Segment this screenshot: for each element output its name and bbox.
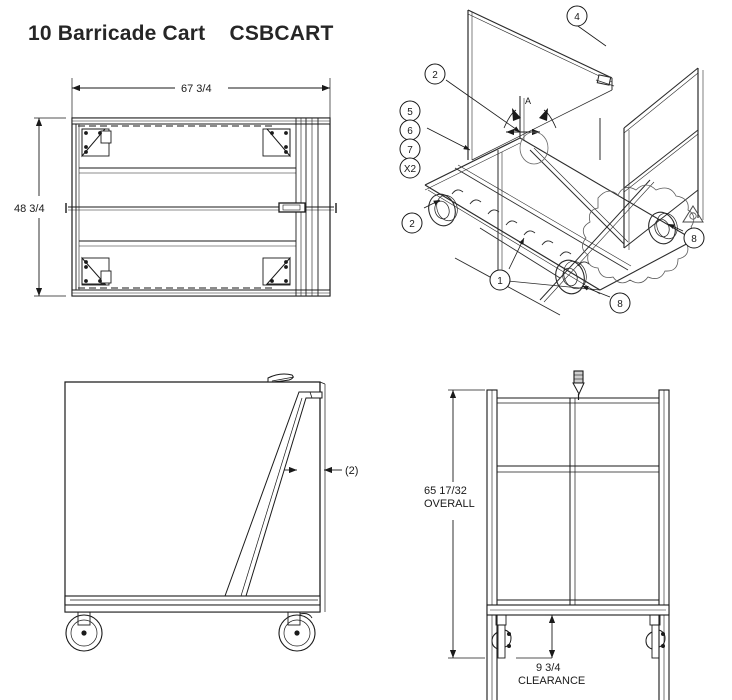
balloon-6[interactable]: 6 bbox=[399, 119, 421, 141]
isometric-casters bbox=[428, 193, 678, 295]
isometric-balloons: 4 2 5 6 7 bbox=[399, 5, 705, 314]
balloon-1-label: 1 bbox=[497, 276, 503, 287]
isometric-leader-lines bbox=[423, 18, 684, 298]
balloon-8-front-label: 8 bbox=[617, 299, 623, 310]
weld-triangle-icon bbox=[682, 205, 704, 223]
end-clearance-note: CLEARANCE bbox=[518, 675, 585, 687]
balloon-8-front[interactable]: 8 bbox=[609, 292, 631, 314]
side-elevation-view: (2) bbox=[64, 373, 358, 652]
balloon-2-lower[interactable]: 2 bbox=[401, 212, 423, 234]
end-casters bbox=[491, 614, 666, 659]
balloon-7[interactable]: 7 bbox=[399, 138, 421, 160]
balloon-2-top[interactable]: 2 bbox=[424, 63, 446, 85]
end-clearance-dimension: 9 3/4 CLEARANCE bbox=[516, 614, 585, 687]
front-width-dimension: 67 3/4 bbox=[72, 83, 330, 95]
balloon-x2-label: X2 bbox=[404, 164, 417, 175]
front-elevation-view: 67 3/4 48 3/4 bbox=[14, 78, 337, 297]
caster-side-right bbox=[278, 611, 316, 652]
balloon-8-right-label: 8 bbox=[691, 234, 697, 245]
revision-cloud bbox=[582, 184, 695, 284]
balloon-5[interactable]: 5 bbox=[399, 100, 421, 122]
front-cart-geometry bbox=[65, 117, 337, 297]
balloon-4[interactable]: 4 bbox=[566, 5, 588, 27]
caster-end-left bbox=[491, 614, 512, 659]
balloon-6-label: 6 bbox=[407, 126, 413, 137]
caster-front bbox=[555, 259, 587, 295]
caster-end-right bbox=[645, 614, 666, 659]
side-thickness-dimension: (2) bbox=[284, 465, 358, 477]
balloon-5-label: 5 bbox=[407, 107, 413, 118]
caster-side-left bbox=[65, 611, 103, 652]
end-cart-geometry bbox=[486, 370, 670, 700]
balloon-x2[interactable]: X2 bbox=[399, 157, 421, 179]
front-height-dimension-label: 48 3/4 bbox=[14, 203, 45, 215]
balloon-7-label: 7 bbox=[407, 145, 413, 156]
side-cart-geometry bbox=[64, 373, 326, 613]
end-overall-height-value: 65 17/32 bbox=[424, 485, 467, 497]
front-height-dimension: 48 3/4 bbox=[14, 118, 45, 296]
balloon-8-right[interactable]: 8 bbox=[683, 227, 705, 249]
isometric-assembly-view: A 4 bbox=[399, 5, 705, 316]
end-overall-height-note: OVERALL bbox=[424, 498, 475, 510]
balloon-2-top-label: 2 bbox=[432, 70, 438, 81]
end-overall-height-dimension: 65 17/32 OVERALL bbox=[424, 389, 485, 659]
balloon-4-label: 4 bbox=[574, 12, 580, 23]
side-thickness-dimension-label: (2) bbox=[345, 465, 358, 477]
front-width-dimension-label: 67 3/4 bbox=[181, 83, 212, 95]
end-clearance-value: 9 3/4 bbox=[536, 662, 560, 674]
side-casters bbox=[65, 611, 316, 652]
end-elevation-view: 65 17/32 OVERALL 9 3/4 CLEARANCE bbox=[424, 370, 670, 700]
balloon-1[interactable]: 1 bbox=[489, 269, 511, 291]
detail-a-letter: A bbox=[525, 96, 531, 106]
balloon-2-lower-label: 2 bbox=[409, 219, 415, 230]
caster-left bbox=[428, 193, 458, 227]
page-title: 10 Barricade Cart CSBCART bbox=[28, 22, 334, 45]
detail-a-indicator: A bbox=[503, 96, 557, 165]
